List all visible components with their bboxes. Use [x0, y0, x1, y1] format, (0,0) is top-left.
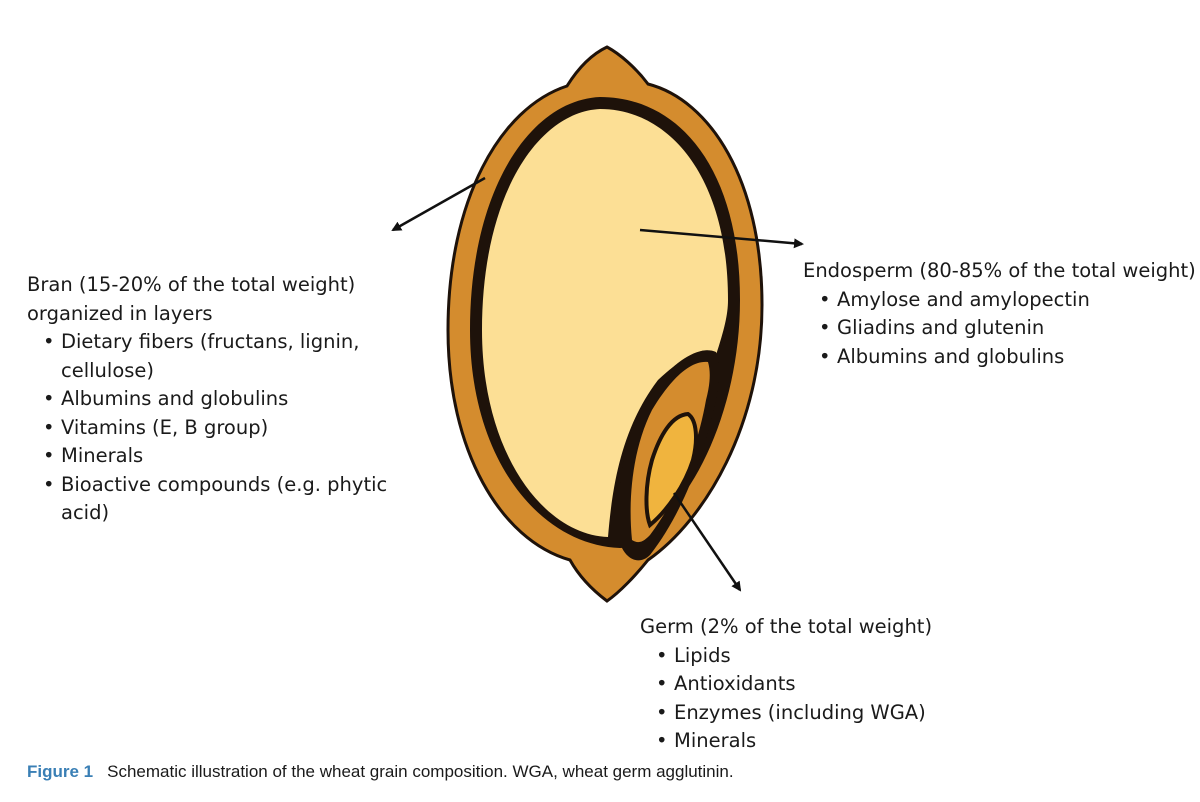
- endosperm-label: Endosperm (80-85% of the total weight) A…: [803, 257, 1198, 371]
- bran-item: Albumins and globulins: [27, 385, 407, 414]
- caption-text: Schematic illustration of the wheat grai…: [107, 762, 734, 781]
- bran-item: Dietary fibers (fructans, lignin, cellul…: [27, 328, 407, 385]
- endosperm-list: Amylose and amylopectin Gliadins and glu…: [803, 286, 1198, 372]
- germ-arrow: [672, 492, 742, 592]
- endosperm-item: Amylose and amylopectin: [803, 286, 1198, 315]
- endosperm-region: [482, 109, 728, 537]
- germ-item: Antioxidants: [640, 670, 960, 699]
- bran-item: Vitamins (E, B group): [27, 414, 407, 443]
- germ-label: Germ (2% of the total weight) Lipids Ant…: [640, 613, 960, 756]
- figure-caption: Figure 1 Schematic illustration of the wh…: [27, 762, 734, 782]
- bran-list: Dietary fibers (fructans, lignin, cellul…: [27, 328, 407, 528]
- germ-item: Enzymes (including WGA): [640, 699, 960, 728]
- bran-item: Minerals: [27, 442, 407, 471]
- germ-heading: Germ (2% of the total weight): [640, 615, 933, 638]
- bran-heading: Bran (15-20% of the total weight) organi…: [27, 273, 356, 325]
- endosperm-heading: Endosperm (80-85% of the total weight): [803, 259, 1196, 282]
- endosperm-arrow: [639, 228, 804, 249]
- endosperm-item: Albumins and globulins: [803, 343, 1198, 372]
- bran-arrow: [391, 176, 486, 232]
- figure-label: Figure 1: [27, 762, 94, 781]
- bran-label: Bran (15-20% of the total weight) organi…: [27, 271, 407, 528]
- germ-embryo: [644, 411, 698, 529]
- germ-item: Lipids: [640, 642, 960, 671]
- germ-item: Minerals: [640, 727, 960, 756]
- germ-list: Lipids Antioxidants Enzymes (including W…: [640, 642, 960, 756]
- endosperm-item: Gliadins and glutenin: [803, 314, 1198, 343]
- bran-item: Bioactive compounds (e.g. phytic acid): [27, 471, 407, 528]
